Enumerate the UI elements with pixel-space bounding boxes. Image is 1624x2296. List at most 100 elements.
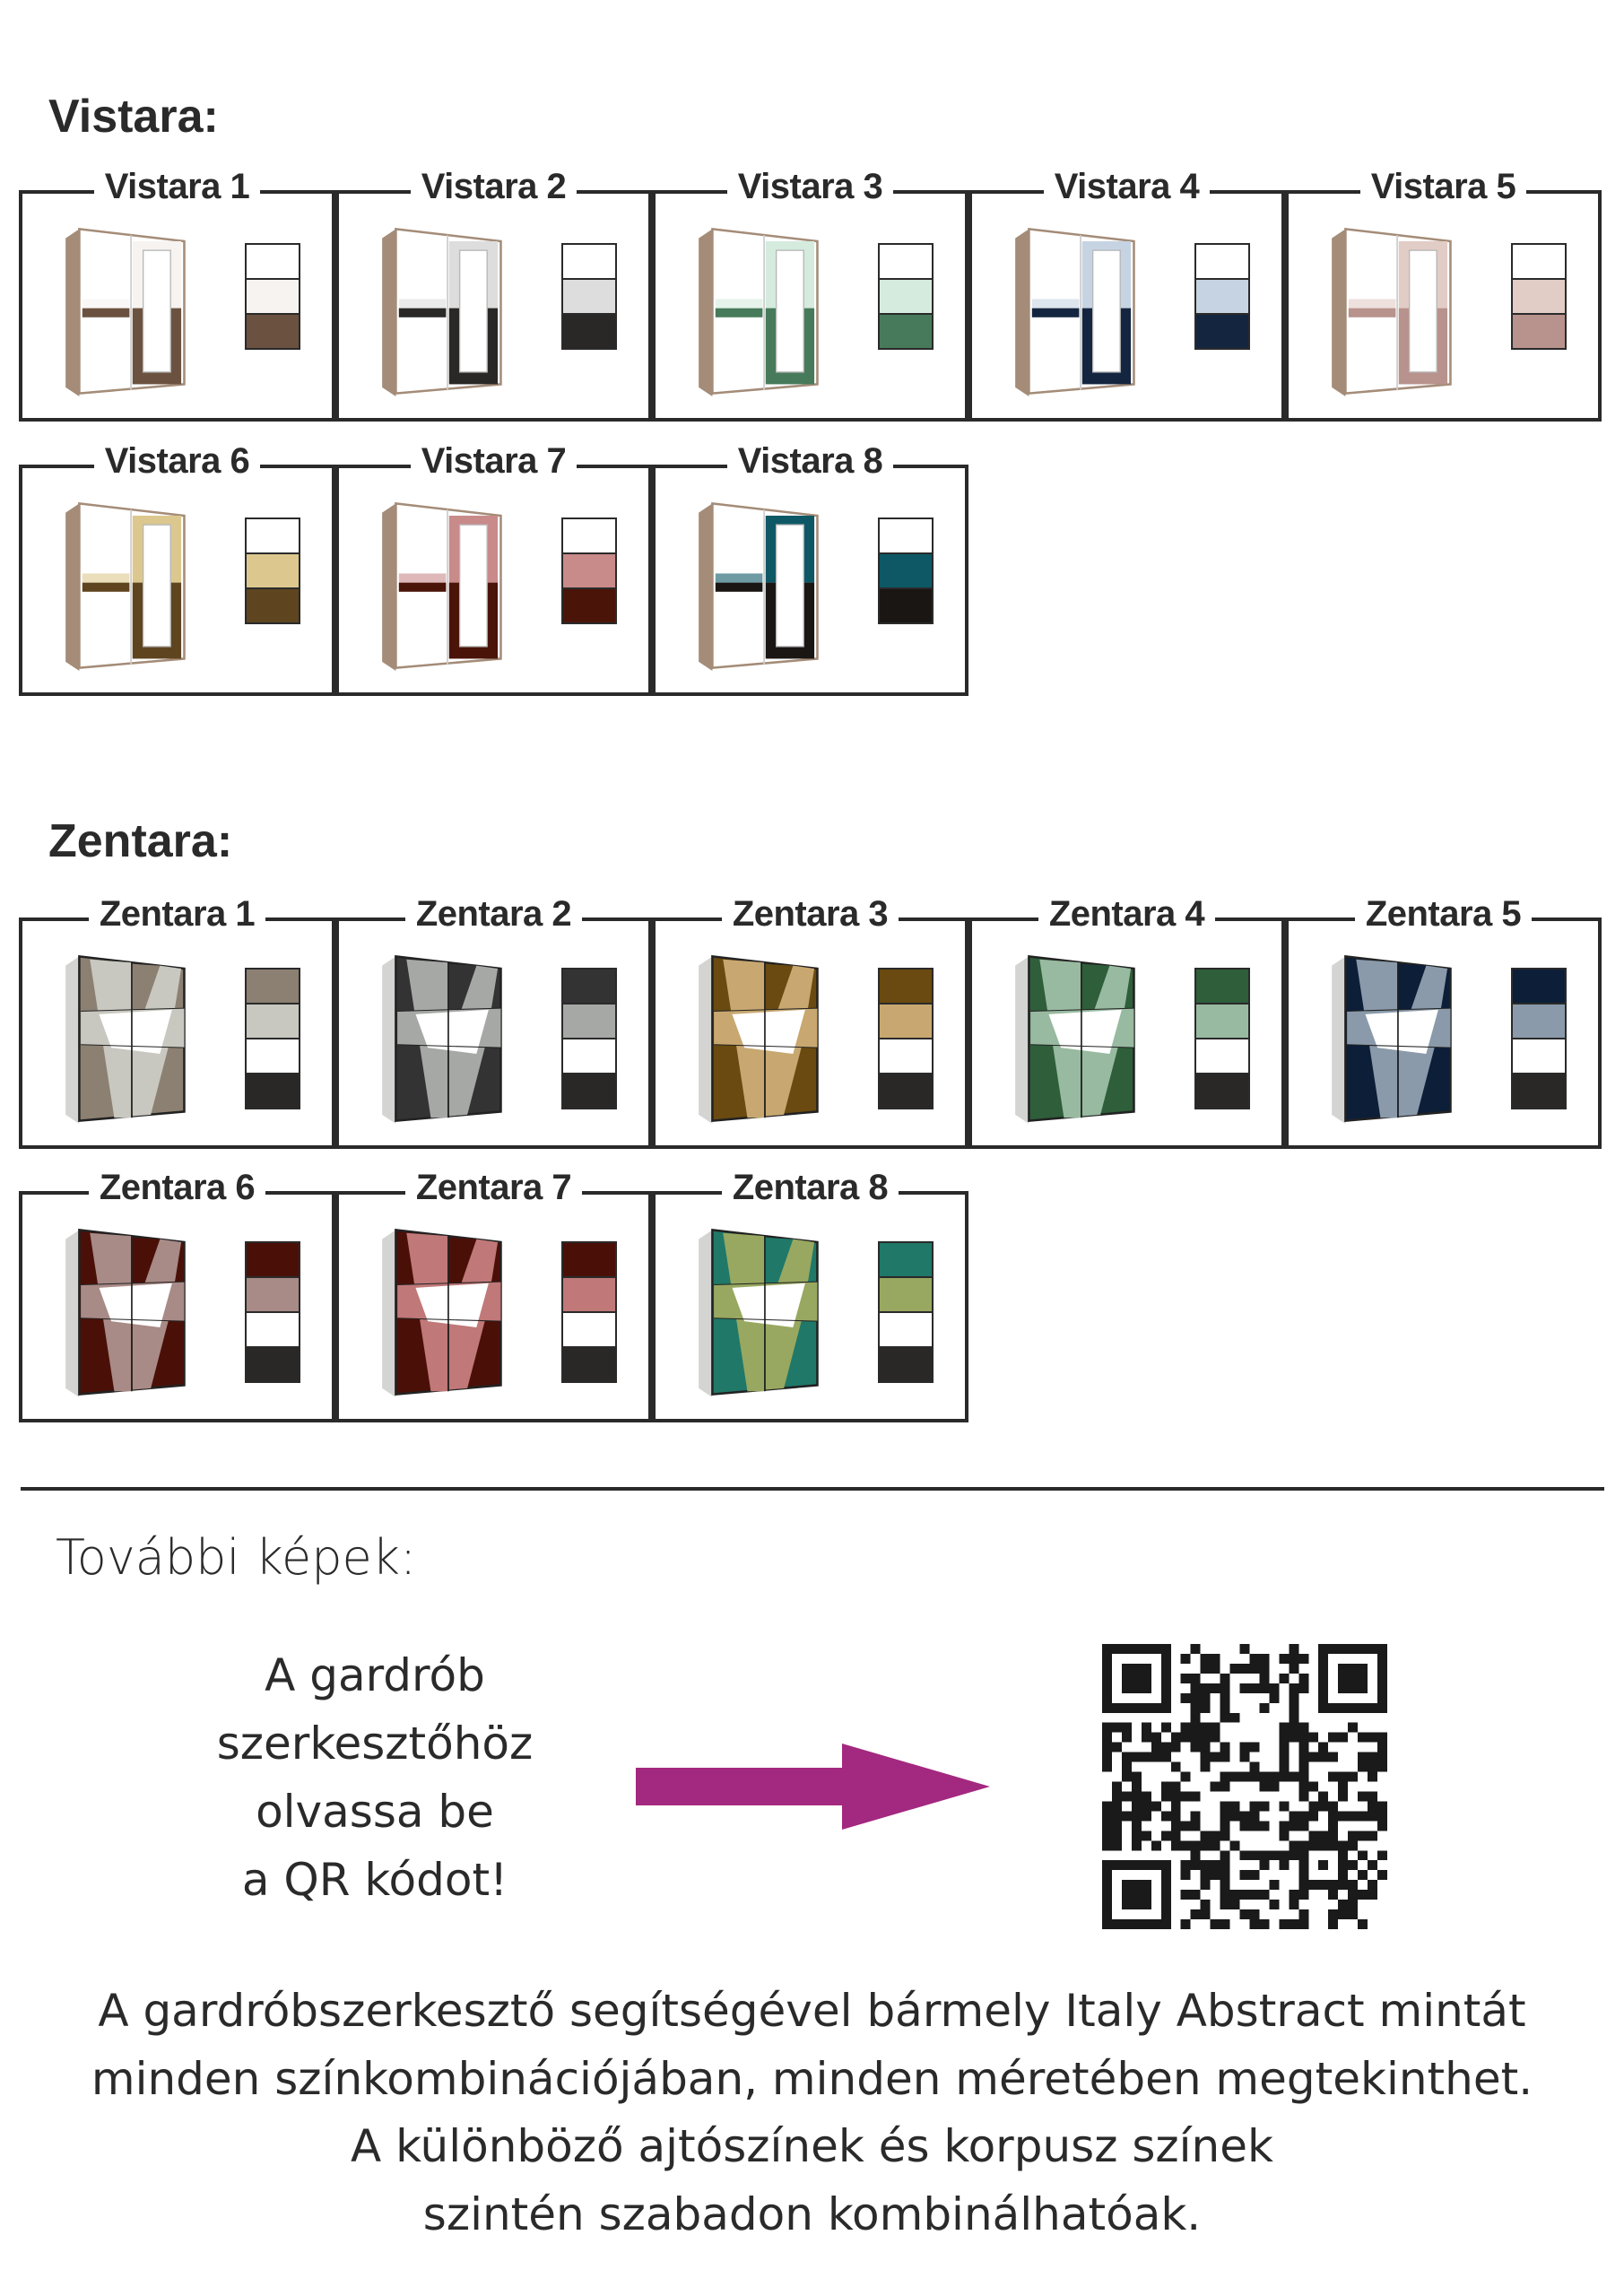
swatch-segment xyxy=(880,554,932,589)
swatch-segment xyxy=(563,1004,615,1039)
swatch-segment xyxy=(563,589,615,622)
swatch-segment xyxy=(1513,1074,1565,1108)
swatch-segment xyxy=(563,1039,615,1074)
swatch-segment xyxy=(880,280,932,315)
swatch-segment xyxy=(247,519,299,554)
product-card: Vistara 5 xyxy=(1285,167,1602,422)
color-swatch xyxy=(878,968,934,1109)
color-swatch xyxy=(1194,243,1250,350)
product-label: Vistara 4 xyxy=(1043,167,1211,206)
product-card: Vistara 4 xyxy=(968,167,1285,422)
product-label-wrap: Zentara 6 xyxy=(22,1168,332,1208)
color-swatch xyxy=(878,517,934,624)
product-label-wrap: Vistara 3 xyxy=(656,167,965,207)
color-swatch xyxy=(245,517,300,624)
product-label: Vistara 3 xyxy=(726,167,894,206)
swatch-segment xyxy=(247,970,299,1004)
swatch-segment xyxy=(563,1348,615,1381)
footer-text: A gardróbszerkesztő segítségével bármely… xyxy=(0,1978,1624,2248)
wardrobe-image xyxy=(699,1227,821,1397)
color-swatch xyxy=(561,1241,617,1383)
swatch-segment xyxy=(247,554,299,589)
footer-line: minden színkombinációjában, minden méret… xyxy=(91,2052,1533,2105)
swatch-segment xyxy=(247,245,299,280)
divider xyxy=(21,1487,1604,1491)
swatch-segment xyxy=(563,1278,615,1313)
swatch-segment xyxy=(563,519,615,554)
product-card: Zentara 2 xyxy=(335,894,652,1149)
wardrobe-image xyxy=(65,953,187,1124)
swatch-segment xyxy=(1196,1004,1248,1039)
swatch-segment xyxy=(563,1313,615,1348)
swatch-segment xyxy=(880,1039,932,1074)
swatch-segment xyxy=(1196,1039,1248,1074)
swatch-segment xyxy=(247,1278,299,1313)
swatch-segment xyxy=(247,1074,299,1108)
product-label: Vistara 1 xyxy=(93,167,261,206)
swatch-segment xyxy=(247,1313,299,1348)
footer-line: A különböző ajtószínek és korpusz színek xyxy=(351,2120,1273,2172)
section-title-zentara: Zentara: xyxy=(48,815,233,867)
qr-note-line: olvassa be xyxy=(256,1786,494,1838)
color-swatch xyxy=(878,243,934,350)
product-card: Zentara 6 xyxy=(19,1168,335,1422)
product-label-wrap: Vistara 7 xyxy=(339,441,648,482)
swatch-segment xyxy=(1513,1039,1565,1074)
wardrobe-image xyxy=(1015,226,1137,396)
qr-code[interactable] xyxy=(1102,1644,1387,1929)
swatch-segment xyxy=(563,1243,615,1278)
swatch-segment xyxy=(1513,1004,1565,1039)
swatch-segment xyxy=(247,280,299,315)
swatch-segment xyxy=(880,1348,932,1381)
section-title-vistara: Vistara: xyxy=(48,91,219,143)
product-card: Vistara 6 xyxy=(19,441,335,696)
wardrobe-image xyxy=(382,953,504,1124)
swatch-segment xyxy=(247,1243,299,1278)
wardrobe-image xyxy=(65,500,187,671)
product-label-wrap: Zentara 2 xyxy=(339,894,648,935)
swatch-segment xyxy=(1196,970,1248,1004)
product-label: Vistara 8 xyxy=(726,441,894,481)
product-label: Zentara 5 xyxy=(1354,894,1533,934)
product-label-wrap: Vistara 6 xyxy=(22,441,332,482)
product-card: Vistara 2 xyxy=(335,167,652,422)
product-card: Zentara 5 xyxy=(1285,894,1602,1149)
product-card: Zentara 4 xyxy=(968,894,1285,1149)
color-swatch xyxy=(245,243,300,350)
swatch-segment xyxy=(1513,970,1565,1004)
product-card: Vistara 8 xyxy=(652,441,968,696)
product-label-wrap: Zentara 1 xyxy=(22,894,332,935)
product-label-wrap: Zentara 4 xyxy=(972,894,1281,935)
swatch-segment xyxy=(880,1074,932,1108)
swatch-segment xyxy=(563,315,615,348)
wardrobe-image xyxy=(382,1227,504,1397)
product-label: Zentara 1 xyxy=(88,894,266,934)
swatch-segment xyxy=(1196,245,1248,280)
wardrobe-image xyxy=(1332,226,1454,396)
swatch-segment xyxy=(880,589,932,622)
product-label-wrap: Vistara 4 xyxy=(972,167,1281,207)
wardrobe-image xyxy=(1332,953,1454,1124)
more-images-title: További képek: xyxy=(56,1529,417,1586)
swatch-segment xyxy=(1196,280,1248,315)
swatch-segment xyxy=(880,1313,932,1348)
swatch-segment xyxy=(880,315,932,348)
color-swatch xyxy=(1511,243,1567,350)
qr-note-line: a QR kódot! xyxy=(241,1854,508,1906)
wardrobe-image xyxy=(382,500,504,671)
swatch-segment xyxy=(563,245,615,280)
product-card: Zentara 3 xyxy=(652,894,968,1149)
color-swatch xyxy=(245,1241,300,1383)
swatch-segment xyxy=(880,245,932,280)
product-label-wrap: Vistara 5 xyxy=(1289,167,1598,207)
product-card: Vistara 3 xyxy=(652,167,968,422)
wardrobe-image xyxy=(699,953,821,1124)
color-swatch xyxy=(561,243,617,350)
swatch-segment xyxy=(563,970,615,1004)
swatch-segment xyxy=(563,1074,615,1108)
swatch-segment xyxy=(880,1004,932,1039)
product-label-wrap: Vistara 1 xyxy=(22,167,332,207)
wardrobe-image xyxy=(1015,953,1137,1124)
swatch-segment xyxy=(247,1348,299,1381)
product-label-wrap: Zentara 3 xyxy=(656,894,965,935)
